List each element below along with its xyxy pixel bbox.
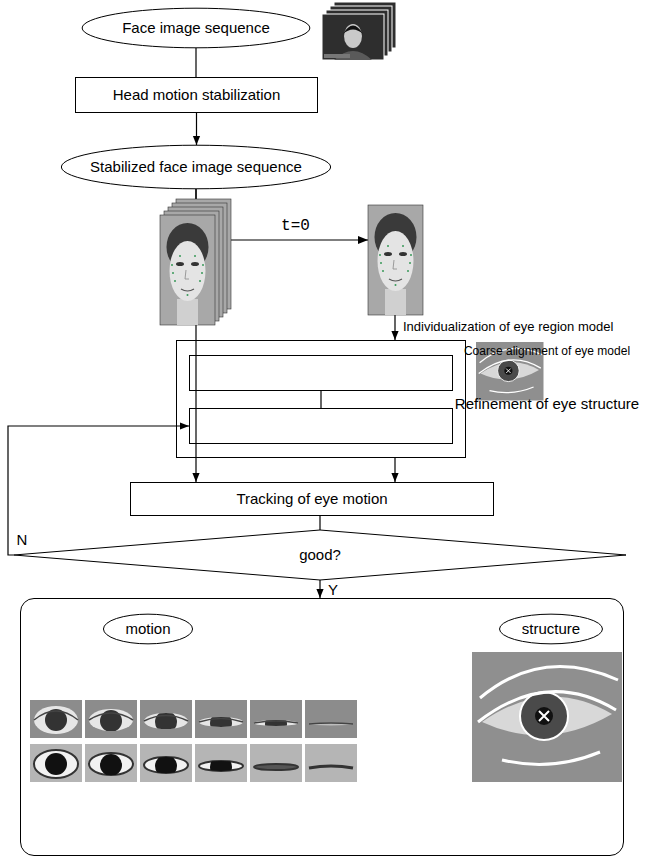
- flow-connector: [196, 113, 197, 145]
- flow-connector: [394, 458, 395, 482]
- group-box: Coarse alignment of eye modelRefinement …: [176, 340, 466, 458]
- flow-connector: [195, 48, 196, 77]
- output-ellipse: motion: [103, 614, 193, 644]
- video-frames: [322, 2, 396, 60]
- node-label: good?: [299, 546, 341, 564]
- flow-connector: [319, 580, 320, 598]
- process-box: Coarse alignment of eye model: [189, 355, 453, 391]
- node-label: Refinement of eye structure: [455, 395, 639, 413]
- process-box: Head motion stabilization: [75, 77, 318, 113]
- edge-label: Y: [326, 581, 340, 598]
- flow-connector: [319, 516, 320, 530]
- process-box: Refinement of eye structure: [189, 408, 453, 444]
- terminal-ellipse: Face image sequence: [81, 8, 311, 48]
- node-label: Coarse alignment of eye model: [464, 342, 630, 360]
- process-box: Tracking of eye motion: [130, 482, 494, 516]
- flow-connector: [8, 426, 189, 555]
- terminal-ellipse: Stabilized face image sequence: [60, 145, 332, 189]
- edge-label: N: [15, 531, 30, 548]
- first-frame: [368, 205, 423, 315]
- eye-structure-image: [472, 652, 622, 782]
- node-label: Stabilized face image sequence: [90, 158, 302, 176]
- output-ellipse: structure: [499, 614, 603, 644]
- decision-diamond: good?: [14, 530, 626, 580]
- node-label: structure: [522, 620, 580, 638]
- face-frame-stack: [160, 199, 231, 325]
- node-label: Face image sequence: [122, 19, 270, 37]
- arrow-head: [358, 236, 368, 244]
- edge-label: t=0: [279, 218, 312, 235]
- node-label: Head motion stabilization: [113, 86, 281, 104]
- group-heading: Individualization of eye region model: [403, 319, 613, 335]
- node-label: Tracking of eye motion: [236, 490, 387, 508]
- motion-frames-real: [30, 700, 357, 738]
- motion-frames-model: [30, 744, 357, 782]
- node-label: motion: [125, 620, 170, 638]
- output-box: motion structure: [20, 598, 624, 856]
- flow-connector: [320, 391, 321, 408]
